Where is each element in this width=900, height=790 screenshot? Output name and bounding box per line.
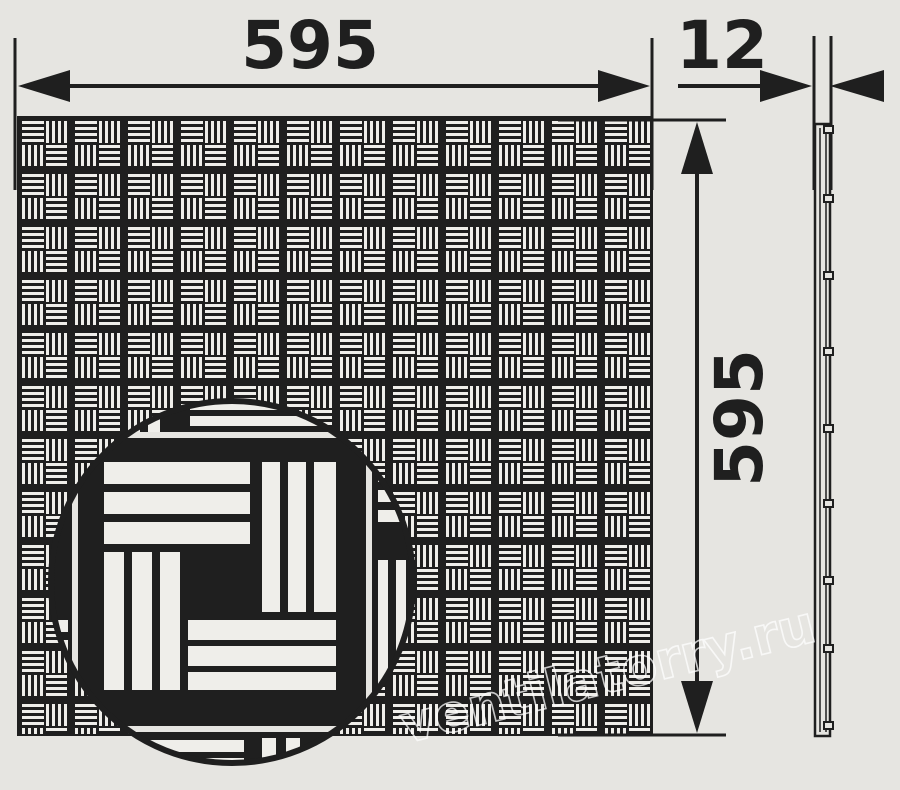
arrow-left-icon	[830, 70, 884, 102]
arrow-right-icon	[760, 70, 812, 102]
height-dimension: 595	[558, 118, 778, 737]
arrow-left-icon	[18, 70, 70, 102]
arrow-down-icon	[681, 681, 713, 733]
height-label: 595	[701, 349, 778, 487]
side-profile	[812, 36, 834, 738]
arrow-right-icon	[598, 70, 650, 102]
thickness-label: 12	[676, 7, 768, 84]
thickness-dimension: 12	[676, 7, 884, 102]
arrow-up-icon	[681, 122, 713, 174]
width-label: 595	[241, 7, 379, 84]
width-dimension: 595	[13, 7, 654, 190]
